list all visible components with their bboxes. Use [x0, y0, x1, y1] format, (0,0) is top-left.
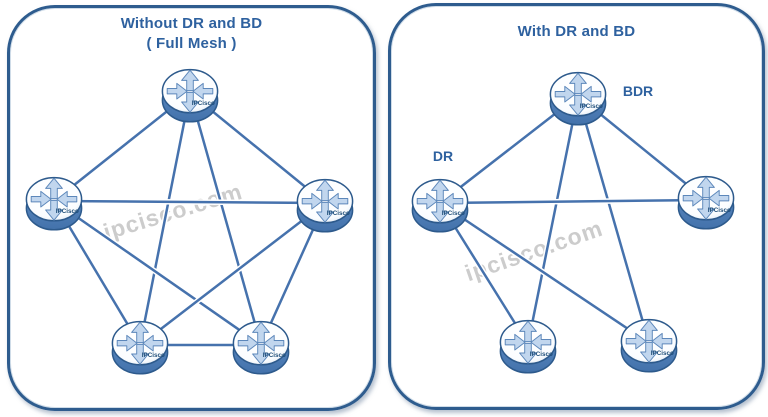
panel-title-line2: ( Full Mesh ): [146, 35, 237, 53]
router-with-dr-bd-dr: [408, 176, 472, 236]
router-with-dr-bd-bottom-right: [617, 316, 681, 376]
router-without-dr-bd-top: [158, 66, 222, 126]
router-without-dr-bd-bottom-right: [229, 318, 293, 378]
link-without-dr-bd-right-bottom-left: [137, 200, 328, 348]
router-without-dr-bd-right: [293, 176, 357, 236]
panel-title-without-dr-bd: Without DR and BD ( Full Mesh ): [10, 14, 373, 55]
router-with-dr-bd-bottom-left: [496, 317, 560, 377]
link-without-dr-bd-left-right: [51, 198, 328, 206]
panel-title-line1: With DR and BD: [517, 23, 636, 40]
panel-without-dr-bd: Without DR and BD ( Full Mesh ) ipcisco.…: [7, 5, 376, 411]
link-with-dr-bd-bdr-bottom-left: [525, 93, 581, 347]
link-with-dr-bd-bdr-bottom-right: [575, 93, 652, 346]
router-with-dr-bd-right: [674, 173, 738, 233]
link-without-dr-bd-left-bottom-right: [51, 198, 264, 348]
link-without-dr-bd-top-bottom-right: [187, 90, 264, 348]
link-with-dr-bd-dr-right: [437, 197, 709, 206]
link-with-dr-bd-dr-bottom-right: [437, 200, 652, 346]
link-without-dr-bd-top-bottom-left: [137, 90, 193, 348]
router-without-dr-bd-bottom-left: [108, 318, 172, 378]
router-role-label-dr: DR: [432, 148, 454, 164]
router-role-label-bdr: BDR: [622, 83, 654, 99]
panel-with-dr-bd: With DR and BD ipcisco.com: [388, 3, 765, 410]
router-with-dr-bd-bdr: [546, 69, 610, 129]
panel-title-line1: Without DR and BD: [120, 15, 263, 32]
panel-title-with-dr-bd: With DR and BD: [391, 22, 762, 42]
router-without-dr-bd-left: [22, 174, 86, 234]
